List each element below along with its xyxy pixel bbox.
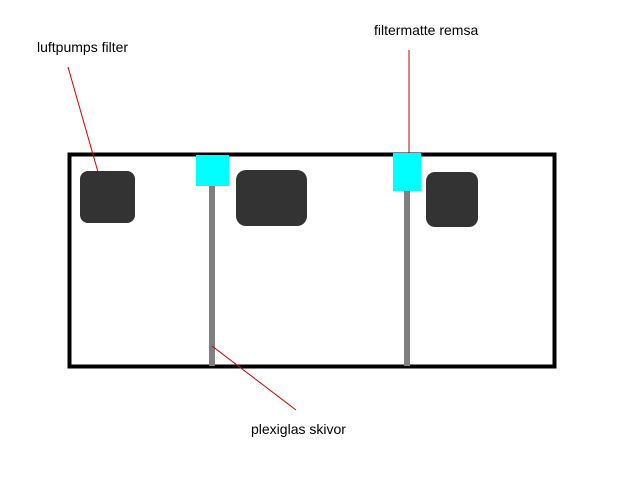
- label-air-pump-filter: luftpumps filter: [37, 39, 129, 55]
- leader-line-plexiglass-panes: [211, 345, 297, 411]
- plexiglass-divider-right: [404, 190, 410, 366]
- right-block: [426, 172, 478, 227]
- filter-mat-strip-right: [393, 153, 421, 191]
- tank-outline: [67, 152, 557, 369]
- filter-mat-strip-left: [196, 155, 229, 186]
- center-block: [236, 170, 307, 226]
- label-filter-mat-strip: filtermatte remsa: [374, 22, 479, 38]
- leader-line-air-pump-filter: [67, 66, 99, 173]
- air-pump-filter-block: [80, 171, 135, 223]
- label-plexiglass-panes: plexiglas skivor: [251, 421, 346, 437]
- plexiglass-divider-left: [209, 184, 215, 366]
